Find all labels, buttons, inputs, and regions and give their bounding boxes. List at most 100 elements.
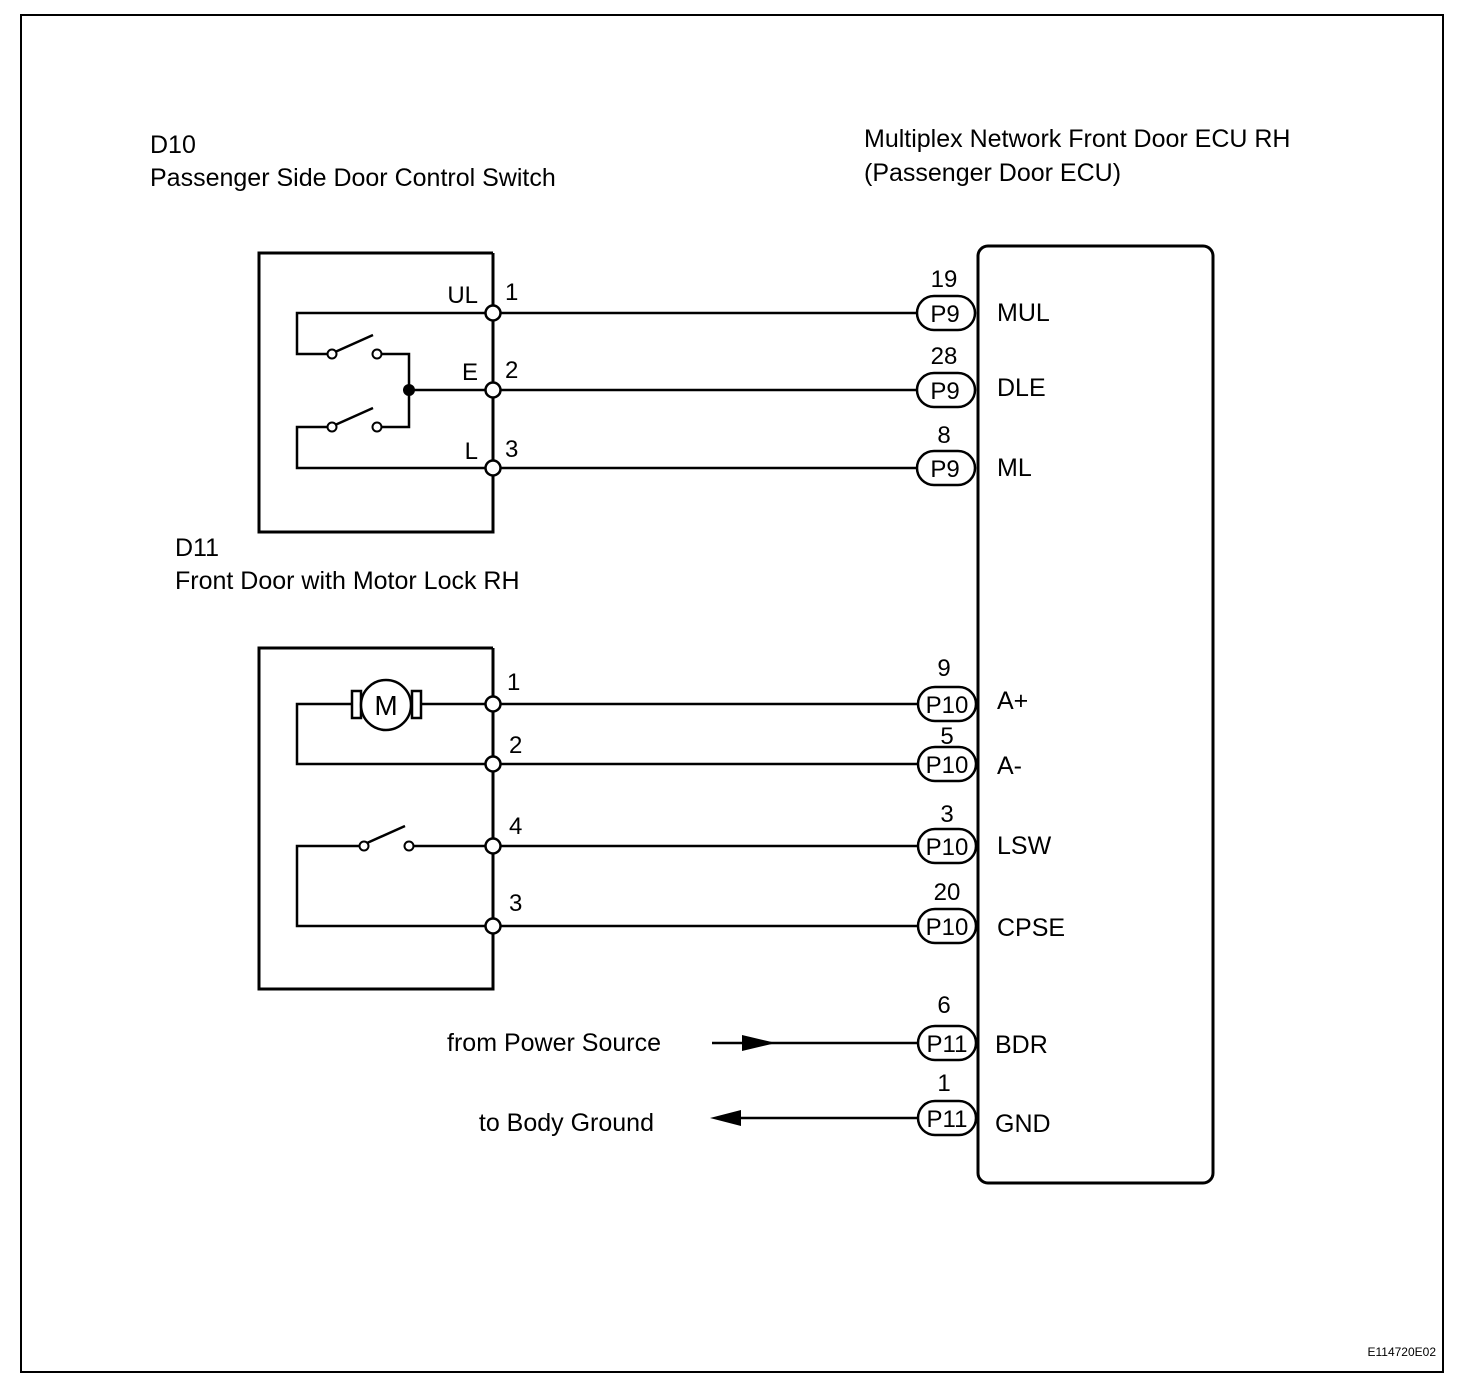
terminal-circle: [484, 917, 502, 935]
d11-motor-loop: [295, 702, 493, 766]
ecu-signal-name: LSW: [997, 832, 1052, 860]
ecu-pin-2: 8 P9 ML: [915, 422, 1032, 487]
d10-l-loop: [295, 425, 493, 470]
ecu-pin-number: 8: [937, 422, 950, 449]
ecu-name: Multiplex Network Front Door ECU RH: [864, 125, 1291, 153]
ecu-signal-name: GND: [995, 1110, 1051, 1138]
ecu-pin-number: 20: [934, 879, 961, 906]
connector-code: P11: [927, 1106, 968, 1133]
connector-pill: [916, 907, 978, 945]
ecu-signal-name: MUL: [997, 299, 1050, 327]
ecu-signal-name: DLE: [997, 374, 1046, 402]
ecu-signal-name: A-: [997, 752, 1022, 780]
ecu-signal-name: CPSE: [997, 914, 1065, 942]
d10-terminal-name: E: [462, 359, 478, 386]
d11-terminal-pin: 1: [507, 669, 520, 696]
d10-upper-switch-blade: [334, 333, 374, 354]
ecu-pin-number: 19: [931, 266, 958, 293]
ecu-pin-number: 1: [937, 1070, 950, 1097]
connector-pill: [916, 745, 978, 783]
d11-motor-brush-left: [350, 689, 363, 720]
ecu-pin-number: 9: [937, 655, 950, 682]
connector-pill: [915, 449, 977, 487]
arrow-right-icon: [742, 1035, 776, 1051]
ecu-pin-number: 5: [940, 723, 953, 750]
d11-switch-loop: [295, 844, 493, 928]
d10-terminal-pin: 2: [505, 357, 518, 384]
ecu-pin-number: 6: [937, 992, 950, 1019]
terminal-circle: [484, 381, 502, 399]
d10-junction-dot: [403, 384, 415, 396]
ecu-pin-number: 28: [931, 343, 958, 370]
d10-box: [257, 251, 495, 534]
d10-lower-switch-contact: [326, 421, 338, 433]
connector-code: P9: [930, 378, 959, 405]
connector-code: P10: [926, 914, 969, 941]
d10-name: Passenger Side Door Control Switch: [150, 164, 556, 192]
connector-pill: [915, 294, 977, 332]
d11-code: D11: [175, 534, 219, 562]
ecu-pin-5: 3 P10 LSW: [916, 801, 1052, 865]
ecu-signal-name: A+: [997, 687, 1028, 715]
connector-code: P11: [927, 1031, 968, 1058]
d10-terminal-name: UL: [447, 282, 478, 309]
connector-pill: [915, 371, 977, 409]
d10-lower-switch-contact: [371, 421, 383, 433]
d10-lower-switch-blade: [334, 406, 374, 427]
d11-name: Front Door with Motor Lock RH: [175, 567, 520, 595]
connector-code: P10: [926, 752, 969, 779]
connector-pill: [916, 1024, 978, 1062]
ecu-pin-7: 6 P11 BDR: [916, 992, 1048, 1062]
connector-pill: [916, 1099, 978, 1137]
terminal-circle: [484, 755, 502, 773]
power-source-label: from Power Source: [447, 1029, 661, 1057]
terminal-circle: [484, 304, 502, 322]
d10-upper-switch-return: [379, 352, 411, 390]
d10-terminal-pin: 3: [505, 436, 518, 463]
ecu-signal-name: BDR: [995, 1031, 1048, 1059]
ecu-pin-4: 5 P10 A-: [916, 723, 1022, 783]
d11-box: [257, 646, 495, 991]
component-terminals: [484, 304, 502, 935]
d11-motor-lock-component: M 1 2 4 3: [257, 646, 522, 991]
figure-code: E114720E02: [1367, 1345, 1436, 1359]
connector-pill: [916, 827, 978, 865]
d10-upper-switch-contact: [371, 348, 383, 360]
connector-code: P9: [930, 301, 959, 328]
d10-upper-switch-contact: [326, 348, 338, 360]
ecu-pin-3: 9 P10 A+: [916, 655, 1028, 723]
body-ground-label: to Body Ground: [479, 1109, 654, 1137]
d10-switch-component: UL 1 E 2 L 3: [257, 251, 518, 534]
d11-motor-brush-right: [410, 689, 423, 720]
ecu-pin-number: 3: [940, 801, 953, 828]
ecu-pin-8: 1 P11 GND: [916, 1070, 1051, 1138]
d10-terminal-pin: 1: [505, 279, 518, 306]
d10-lower-switch-return: [379, 390, 411, 429]
ecu-box: [976, 244, 1215, 1185]
ecu-signal-name: ML: [997, 454, 1032, 482]
terminal-circle: [484, 837, 502, 855]
connector-code: P9: [930, 456, 959, 483]
d11-terminal-pin: 2: [509, 732, 522, 759]
terminal-circle: [484, 459, 502, 477]
d11-switch-contact: [403, 840, 415, 852]
motor-symbol: M: [374, 690, 397, 721]
ecu-pin-0: 19 P9 MUL: [915, 266, 1050, 332]
d11-terminal-pin: 3: [509, 890, 522, 917]
ecu-pin-1: 28 P9 DLE: [915, 343, 1046, 409]
d11-switch-contact: [358, 840, 370, 852]
terminal-circle: [484, 695, 502, 713]
d10-code: D10: [150, 131, 196, 159]
d11-switch-blade: [366, 824, 406, 845]
d10-ul-loop: [295, 311, 493, 356]
arrow-left-icon: [710, 1110, 741, 1126]
harness-wires: [493, 311, 918, 1126]
d10-terminal-name: L: [465, 438, 478, 465]
connector-code: P10: [926, 834, 969, 861]
motor-icon: [359, 678, 413, 732]
diagram-frame: [20, 14, 1444, 1373]
connector-pill: [916, 685, 978, 723]
d11-terminal-pin: 4: [509, 813, 522, 840]
ecu-pin-6: 20 P10 CPSE: [916, 879, 1065, 945]
